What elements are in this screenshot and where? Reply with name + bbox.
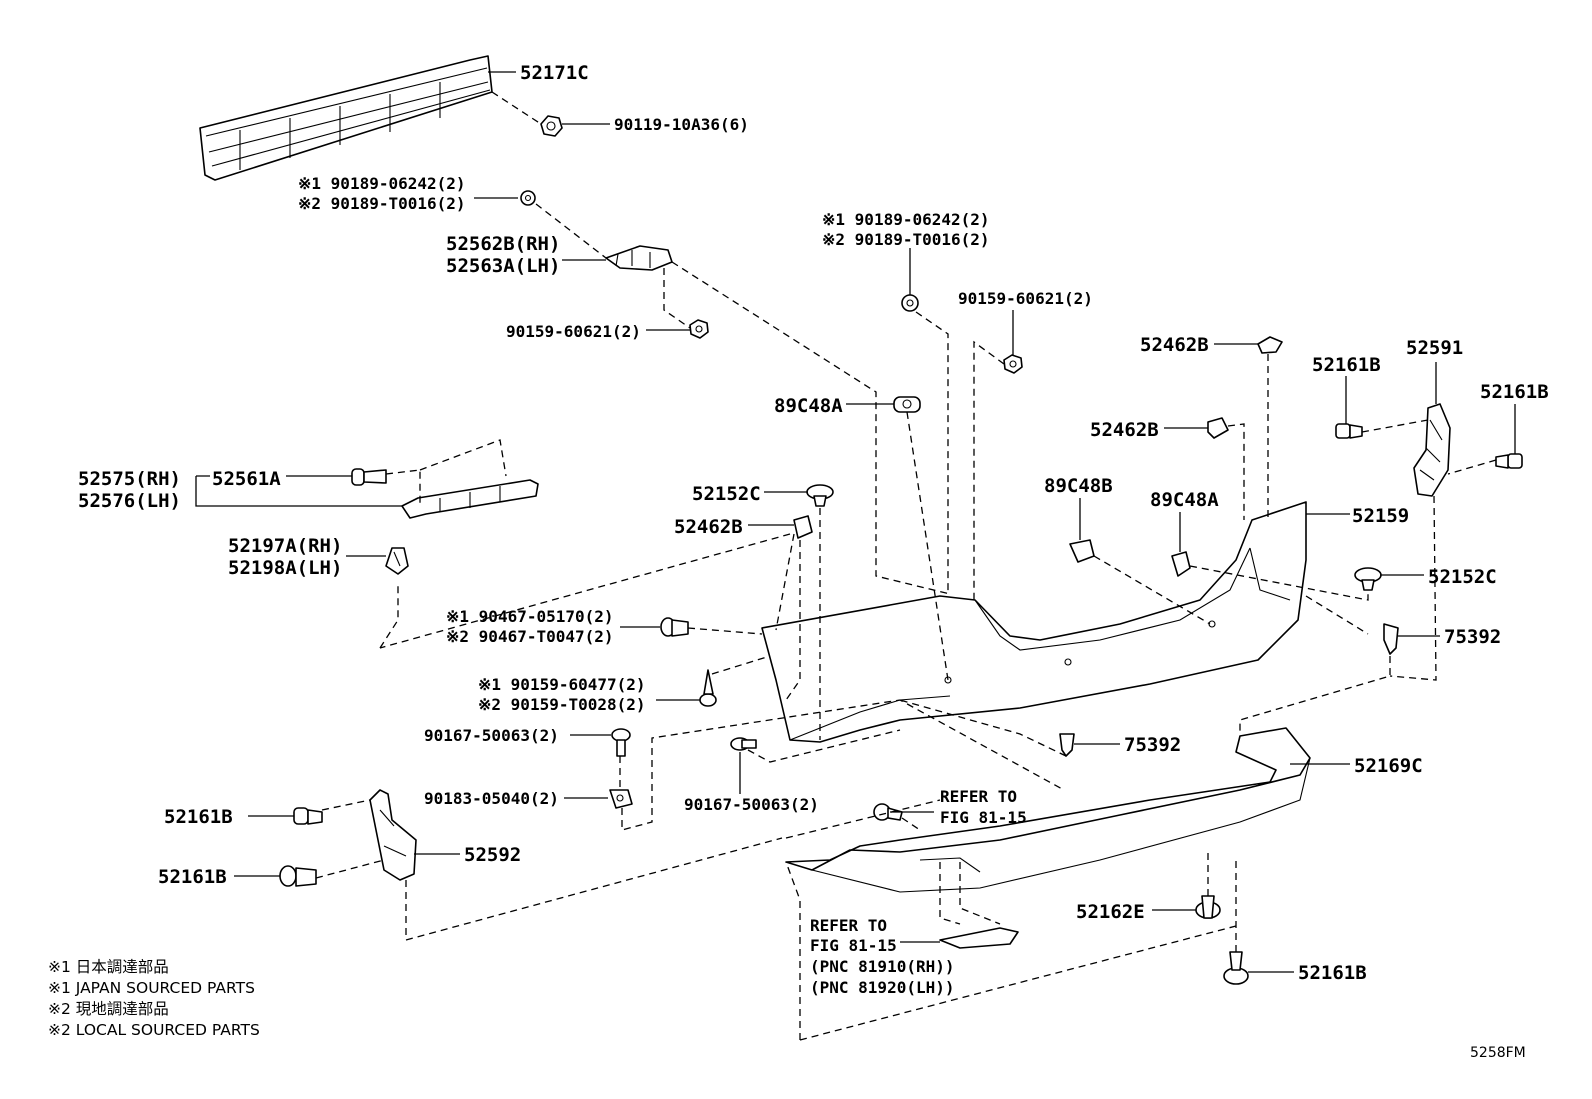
clip-52161B-r2 — [1495, 453, 1523, 469]
screw-90159 — [699, 669, 717, 707]
label-52161B-bot: 52161B — [1298, 962, 1367, 984]
clip-90189-a — [520, 190, 536, 206]
clip-90467 — [660, 617, 689, 637]
label-52562B: 52562B(RH) — [446, 233, 560, 255]
nut-90183 — [609, 789, 633, 809]
label-90189-2b: ※2 90189-T0016(2) — [822, 230, 990, 249]
label-75392-r: 75392 — [1444, 626, 1501, 648]
leader-lines — [195, 71, 1516, 973]
label-52171C: 52171C — [520, 62, 589, 84]
label-52159: 52159 — [1352, 505, 1409, 527]
retainer-52575 — [401, 479, 539, 519]
fastener-75392-r — [1383, 623, 1399, 655]
label-52591: 52591 — [1406, 337, 1463, 359]
label-90189-1b: ※1 90189-06242(2) — [822, 210, 990, 229]
label-52161B-l2: 52161B — [158, 866, 227, 888]
bumper-cover-52159 — [761, 501, 1307, 743]
label-52462B-top: 52462B — [1140, 334, 1209, 356]
bracket-52592 — [369, 789, 417, 881]
note-4: ※2 LOCAL SOURCED PARTS — [48, 1021, 260, 1039]
note-1: ※1 日本調達部品 — [48, 958, 169, 976]
label-90167-a: 90167-50063(2) — [424, 726, 559, 745]
note-3: ※2 現地調達部品 — [48, 1000, 169, 1018]
label-52197A: 52197A(RH) — [228, 535, 342, 557]
pad-52462B-left — [793, 515, 813, 539]
footnotes: ※1 日本調達部品 ※1 JAPAN SOURCED PARTS ※2 現地調達… — [48, 958, 260, 1039]
label-52561A: 52561A — [212, 468, 281, 490]
label-refer-b2: FIG 81-15 — [810, 936, 897, 955]
label-90189-2a: ※2 90189-T0016(2) — [298, 194, 466, 213]
lower-bumper-52169C — [785, 727, 1311, 893]
clip-52161B-l1 — [293, 807, 323, 825]
bolt-52561A — [351, 468, 387, 486]
bolt-90167-a — [611, 728, 631, 757]
label-52576: 52576(LH) — [78, 490, 181, 512]
label-90189-1a: ※1 90189-06242(2) — [298, 174, 466, 193]
sensor-holder-89C48B — [1069, 539, 1095, 563]
label-52563A: 52563A(LH) — [446, 255, 560, 277]
label-75392-mid: 75392 — [1124, 734, 1181, 756]
clip-52162E — [1195, 895, 1221, 919]
clip-52161B-bot — [1223, 951, 1249, 985]
label-90159-1: ※1 90159-60477(2) — [478, 675, 646, 694]
reinforcement-bar-52171C — [199, 55, 493, 181]
label-52592: 52592 — [464, 844, 521, 866]
label-refer-a1: REFER TO — [940, 787, 1017, 806]
label-52152C-r: 52152C — [1428, 566, 1497, 588]
label-90159-a: 90159-60621(2) — [506, 322, 641, 341]
sensor-holder-89C48A-mid — [893, 396, 921, 413]
label-52462B-left: 52462B — [674, 516, 743, 538]
label-90183: 90183-05040(2) — [424, 789, 559, 808]
label-pnc-lh: (PNC 81920(LH)) — [810, 978, 955, 997]
pad-52462B-top — [1257, 336, 1283, 354]
label-89C48B: 89C48B — [1044, 475, 1113, 497]
label-90159-2: ※2 90159-T0028(2) — [478, 695, 646, 714]
label-52198A: 52198A(LH) — [228, 557, 342, 579]
fastener-75392-mid — [1059, 733, 1075, 757]
label-refer-a2: FIG 81-15 — [940, 808, 1027, 827]
label-89C48A-r: 89C48A — [1150, 489, 1219, 511]
bolt-90119 — [540, 115, 563, 137]
clip-52161B-r1 — [1335, 423, 1363, 439]
clip-52161B-l2 — [279, 865, 317, 887]
label-89C48A-mid: 89C48A — [774, 395, 843, 417]
clip-52152C-r — [1354, 567, 1382, 591]
figure-code: 5258FM — [1470, 1045, 1526, 1061]
clip-90189-b — [901, 294, 919, 312]
label-pnc-rh: (PNC 81910(RH)) — [810, 957, 955, 976]
label-90167-b: 90167-50063(2) — [684, 795, 819, 814]
label-52161B-r1: 52161B — [1312, 354, 1381, 376]
label-52161B-r2: 52161B — [1480, 381, 1549, 403]
label-90467-1: ※1 90467-05170(2) — [446, 607, 614, 626]
assembly-dashed-lines — [315, 91, 1497, 1041]
label-refer-b1: REFER TO — [810, 916, 887, 935]
label-90467-2: ※2 90467-T0047(2) — [446, 627, 614, 646]
label-52169C: 52169C — [1354, 755, 1423, 777]
nut-90159-b — [1003, 354, 1023, 374]
label-52462B-mid: 52462B — [1090, 419, 1159, 441]
part-labels: 52171C 90119-10A36(6) ※1 90189-06242(2) … — [78, 62, 1549, 997]
label-52575: 52575(RH) — [78, 468, 181, 490]
retainer-52197A — [385, 547, 409, 575]
bracket-52562B — [605, 245, 673, 271]
reflector-81910 — [939, 927, 1019, 949]
bolt-90167-b — [730, 737, 757, 751]
sensor-holder-89C48A-r — [1171, 551, 1191, 577]
nut-90159-a — [689, 319, 709, 339]
bracket-52591 — [1413, 403, 1451, 497]
pad-52462B-mid — [1207, 417, 1229, 439]
label-52161B-l1: 52161B — [164, 806, 233, 828]
label-52162E: 52162E — [1076, 901, 1145, 923]
clip-52152C-mid — [806, 484, 834, 507]
label-52152C-mid: 52152C — [692, 483, 761, 505]
note-2: ※1 JAPAN SOURCED PARTS — [48, 979, 255, 997]
label-90159-b: 90159-60621(2) — [958, 289, 1093, 308]
label-90119: 90119-10A36(6) — [614, 115, 749, 134]
